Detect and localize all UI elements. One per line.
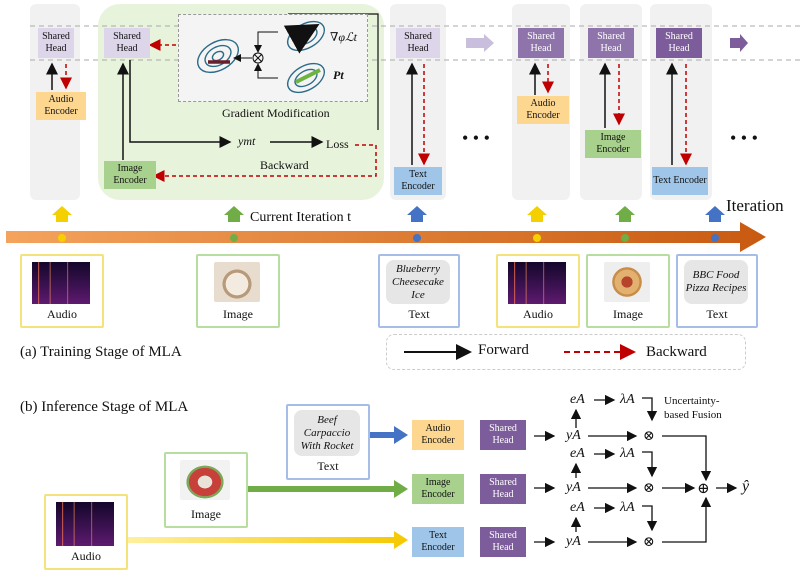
lambda-a-1: λA: [620, 392, 635, 407]
shared-head-image-2: Shared Head: [588, 28, 634, 58]
legend-backward-label: Backward: [646, 344, 707, 360]
text-encoder-1: Text Encoder: [394, 167, 442, 195]
inference-shared-head-2: Shared Head: [480, 474, 526, 504]
otimes-3: ⊗: [643, 535, 655, 550]
image-encoder-current: Image Encoder: [104, 161, 156, 189]
iteration-label: Iteration: [726, 196, 784, 215]
p-symbol: Pt: [333, 68, 344, 82]
inference-image-card: Image: [164, 452, 248, 528]
ellipsis-1: • • •: [462, 128, 490, 148]
grad-symbol: ∇φℒt: [330, 30, 357, 44]
text-sample-1: Blueberry Cheesecake Ice: [386, 260, 450, 304]
inference-text-sample: Beef Carpaccio With Rocket: [294, 410, 360, 456]
otimes-1: ⊗: [643, 429, 655, 444]
food-image-dessert: [214, 262, 260, 302]
inference-text-label: Text: [317, 459, 339, 473]
input-card-image-2: Image: [586, 254, 670, 328]
inference-stage-caption: (b) Inference Stage of MLA: [20, 399, 189, 415]
inference-image-label: Image: [191, 507, 221, 521]
food-image-carpaccio: [180, 460, 230, 500]
food-image-pizza: [604, 262, 650, 302]
inference-image-encoder: Image Encoder: [412, 474, 464, 504]
text-sample-2: BBC Food Pizza Recipes: [684, 260, 748, 304]
current-iteration-label: Current Iteration t: [250, 210, 352, 225]
inference-text-encoder: Text Encoder: [412, 527, 464, 557]
audio-encoder-1: Audio Encoder: [36, 92, 86, 120]
e-a-2: eA: [570, 446, 585, 461]
ellipsis-2: • • •: [730, 128, 758, 148]
card-label-audio-1: Audio: [47, 307, 77, 321]
input-card-image-1: Image: [196, 254, 280, 328]
y-a-2: yA: [566, 480, 581, 495]
shared-head-audio-2: Shared Head: [518, 28, 564, 58]
oplus: ⊕: [697, 481, 710, 497]
spectrogram-image: [508, 262, 566, 304]
output-y-hat: ŷ: [742, 478, 750, 495]
e-a-3: eA: [570, 500, 585, 515]
audio-encoder-2: Audio Encoder: [517, 96, 569, 124]
input-card-text-2: BBC Food Pizza Recipes Text: [676, 254, 758, 328]
shared-head-current: Shared Head: [104, 28, 150, 58]
image-encoder-2: Image Encoder: [585, 130, 641, 158]
spectrogram-image: [56, 502, 114, 546]
gradient-contours-icon: [197, 20, 326, 94]
training-stage-caption: (a) Training Stage of MLA: [20, 344, 182, 360]
input-card-audio-2: Audio: [496, 254, 580, 328]
inference-shared-head-1: Shared Head: [480, 420, 526, 450]
otimes-2: ⊗: [643, 481, 655, 496]
inference-audio-label: Audio: [71, 549, 101, 563]
spectrogram-image: [32, 262, 90, 304]
shared-head-text-2: Shared Head: [656, 28, 702, 58]
shared-head-audio-1: Shared Head: [38, 28, 74, 58]
backward-label: Backward: [260, 158, 309, 172]
training-diagram-lines: [6, 13, 800, 252]
y-a-1: yA: [566, 428, 581, 443]
loss-label: Loss: [326, 137, 349, 151]
legend-arrows: [404, 344, 636, 360]
legend-box: [386, 334, 746, 370]
inference-audio-encoder: Audio Encoder: [412, 420, 464, 450]
card-label-image-2: Image: [613, 307, 643, 321]
fusion-label: Uncertainty-based Fusion: [664, 395, 722, 421]
ymt-label: ymt: [238, 134, 256, 148]
inference-text-card: Beef Carpaccio With Rocket Text: [286, 404, 370, 480]
gradient-modification-label: Gradient Modification: [222, 106, 330, 120]
shared-head-text-1: Shared Head: [396, 28, 440, 58]
inference-audio-card: Audio: [44, 494, 128, 570]
gradient-modification-panel: [178, 14, 368, 102]
legend-forward-label: Forward: [478, 342, 529, 358]
card-label-image-1: Image: [223, 307, 253, 321]
input-card-audio-1: Audio: [20, 254, 104, 328]
card-label-audio-2: Audio: [523, 307, 553, 321]
y-a-3: yA: [566, 534, 581, 549]
card-label-text-1: Text: [408, 307, 430, 321]
lambda-a-2: λA: [620, 446, 635, 461]
text-encoder-2: Text Encoder: [652, 167, 708, 195]
lambda-a-3: λA: [620, 500, 635, 515]
e-a-1: eA: [570, 392, 585, 407]
card-label-text-2: Text: [706, 307, 728, 321]
input-card-text-1: Blueberry Cheesecake Ice Text: [378, 254, 460, 328]
inference-shared-head-3: Shared Head: [480, 527, 526, 557]
inference-diagram-lines: [126, 394, 738, 549]
